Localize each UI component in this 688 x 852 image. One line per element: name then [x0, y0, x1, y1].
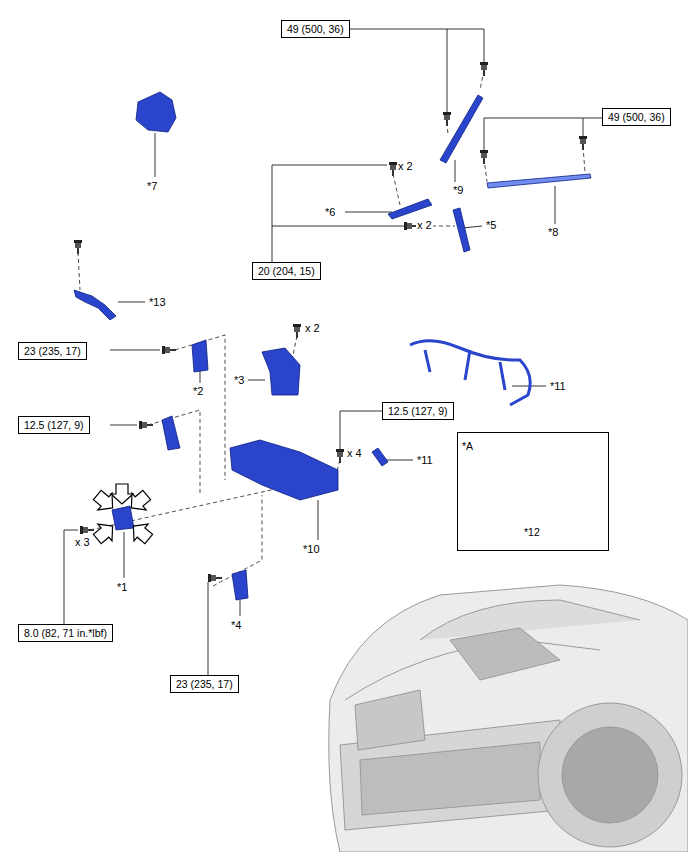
callout-number: *4: [230, 619, 242, 632]
callout-number: *3: [233, 374, 245, 387]
callout-number: *7: [146, 180, 158, 193]
quantity-note: x 2: [397, 160, 414, 173]
callout-number: *10: [302, 543, 321, 556]
torque-spec: 49 (500, 36): [287, 22, 344, 36]
quantity-note: x 4: [346, 447, 363, 460]
callout-number: *5: [485, 219, 497, 232]
torque-spec: 8.0 (82, 71 in.*lbf): [24, 626, 107, 640]
spec-box: 23 (235, 17): [18, 342, 87, 360]
callout-number: *2: [192, 385, 204, 398]
callout-number: *11: [416, 454, 434, 467]
callout-number: *1: [116, 581, 128, 594]
torque-spec: 12.5 (127, 9): [388, 404, 448, 418]
torque-spec: 23 (235, 17): [24, 344, 81, 358]
spec-box: 12.5 (127, 9): [18, 416, 90, 434]
quantity-note: x 2: [416, 219, 433, 232]
torque-spec: 20 (204, 15): [258, 264, 315, 278]
quantity-note: x 3: [74, 536, 91, 549]
callout-text: *A: [462, 439, 473, 453]
callout-number: *8: [547, 226, 559, 239]
spec-box: 20 (204, 15): [252, 262, 321, 280]
torque-spec: 49 (500, 36): [608, 110, 665, 124]
callout-number: *6: [324, 206, 336, 219]
torque-spec: 12.5 (127, 9): [24, 418, 84, 432]
view-frame: *A *12: [457, 432, 609, 551]
vehicle-figure: [329, 585, 688, 852]
view-arrows: [90, 484, 156, 547]
spec-box: 49 (500, 36): [602, 108, 671, 126]
spec-box: 12.5 (127, 9): [382, 402, 454, 420]
callout-number: *9: [452, 184, 464, 197]
spec-box: 23 (235, 17): [170, 675, 239, 693]
quantity-note: x 2: [304, 322, 321, 335]
callout-number: *11: [549, 380, 567, 393]
torque-spec: 23 (235, 17): [176, 677, 233, 691]
spec-box: 8.0 (82, 71 in.*lbf): [18, 624, 113, 642]
spec-box: 49 (500, 36): [281, 20, 350, 38]
callout-text: *12: [524, 525, 540, 539]
leader-lines: [64, 29, 602, 675]
callout-number: *13: [148, 296, 167, 309]
